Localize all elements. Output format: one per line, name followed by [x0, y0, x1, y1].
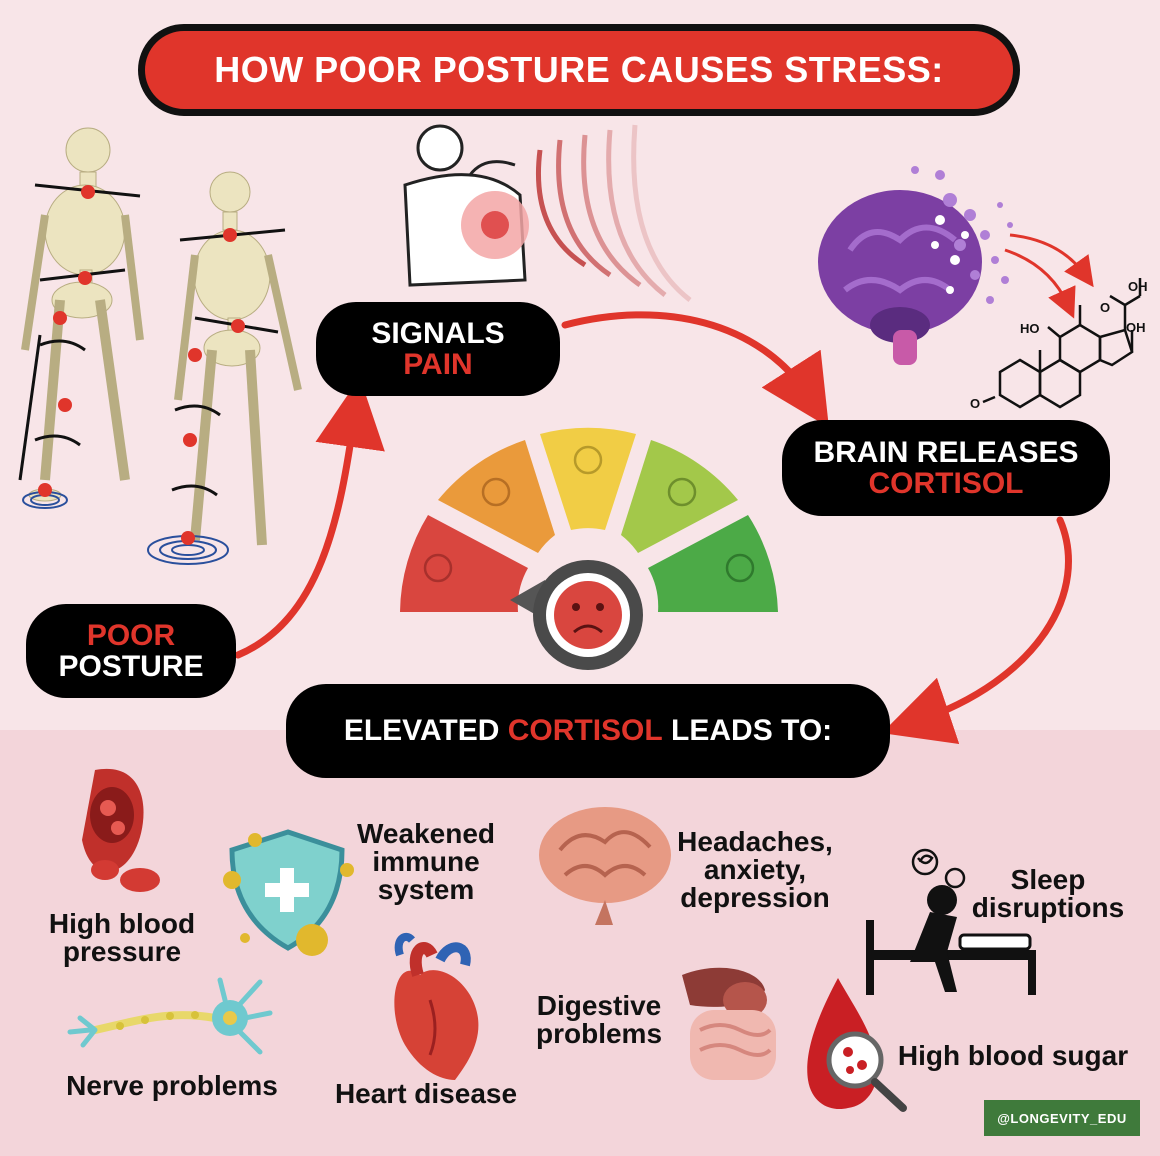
- stress-gauge-icon: [400, 427, 778, 670]
- blood-vessel-icon: [82, 768, 160, 892]
- brain-line2: CORTISOL: [868, 467, 1024, 500]
- skeleton-aligned-icon: [174, 171, 302, 546]
- label-headaches: Headaches, anxiety, depression: [668, 828, 842, 912]
- skeleton-misaligned-icon: [21, 127, 144, 502]
- back-pain-person-icon: [403, 124, 692, 302]
- label-sleep-disruptions: Sleep disruptions: [962, 866, 1134, 922]
- blood-pressure-line1: High blood: [48, 908, 196, 939]
- purple-brain-icon: [818, 166, 1013, 365]
- arrow-posture-to-pain: [234, 377, 385, 659]
- label-heart-disease: Heart disease: [334, 1078, 518, 1109]
- molecule-oh-right: OH: [1126, 320, 1146, 335]
- poor-line2: POSTURE: [58, 650, 204, 683]
- effects-header-post: LEADS TO:: [662, 714, 833, 748]
- pain-points-left-icon: [38, 185, 95, 497]
- pain-points-right-icon: [181, 228, 245, 545]
- signals-line1: SIGNALS: [371, 316, 505, 350]
- step-signals-pain: SIGNALS PAIN: [316, 302, 560, 396]
- posture-lines-left-icon: [18, 183, 141, 509]
- headaches-line1: Headaches,: [677, 826, 833, 857]
- label-high-blood-sugar: High blood sugar: [897, 1040, 1129, 1071]
- step-poor-posture: POOR POSTURE: [26, 604, 236, 698]
- neuron-icon: [67, 977, 273, 1055]
- effects-header-highlight: CORTISOL: [507, 714, 663, 748]
- effects-header: ELEVATED CORTISOL LEADS TO:: [286, 684, 890, 778]
- heart-icon: [394, 932, 479, 1080]
- immune-line2: immune: [372, 846, 480, 877]
- molecule-atom-labels: OH OH HO O O: [970, 279, 1148, 411]
- label-digestive-problems: Digestive problems: [526, 992, 672, 1048]
- sleep-line1: Sleep: [1010, 864, 1086, 895]
- molecule-ho: HO: [1020, 321, 1040, 336]
- cortisol-molecule-icon: [982, 278, 1142, 409]
- poor-line1: POOR: [86, 618, 176, 652]
- immune-line1: Weakened: [357, 818, 495, 849]
- brain-icon: [539, 807, 671, 925]
- brain-line1: BRAIN RELEASES: [813, 435, 1079, 469]
- label-nerve-problems: Nerve problems: [66, 1070, 278, 1101]
- flow-arrows: [234, 311, 1072, 745]
- page-title: HOW POOR POSTURE CAUSES STRESS:: [138, 24, 1020, 116]
- immune-line3: system: [377, 874, 475, 905]
- step-brain-releases-cortisol: BRAIN RELEASES CORTISOL: [782, 420, 1110, 516]
- sleep-line2: disruptions: [971, 892, 1125, 923]
- watermark-handle: @LONGEVITY_EDU: [984, 1100, 1140, 1136]
- molecule-o-ketone: O: [1100, 300, 1110, 315]
- cortisol-release-arrows-icon: [1004, 233, 1094, 319]
- arrow-pain-to-brain: [561, 311, 829, 428]
- digestive-system-icon: [682, 967, 776, 1080]
- headaches-line3: depression: [680, 882, 830, 913]
- label-high-blood-pressure: High blood pressure: [40, 910, 204, 966]
- digestive-line2: problems: [535, 1018, 663, 1049]
- digestive-line1: Digestive: [536, 990, 662, 1021]
- arrow-brain-to-effects: [881, 516, 1072, 745]
- blood-pressure-line2: pressure: [62, 936, 182, 967]
- blood-drop-icon: [807, 978, 907, 1112]
- immune-shield-icon: [223, 829, 354, 956]
- signals-line2: PAIN: [403, 348, 473, 381]
- molecule-o-left: O: [970, 396, 980, 411]
- effects-header-pre: ELEVATED: [343, 714, 508, 748]
- molecule-oh-top: OH: [1128, 279, 1148, 294]
- headaches-line2: anxiety,: [703, 854, 807, 885]
- label-weakened-immune: Weakened immune system: [346, 820, 506, 904]
- sleep-person-icon: [866, 848, 1036, 995]
